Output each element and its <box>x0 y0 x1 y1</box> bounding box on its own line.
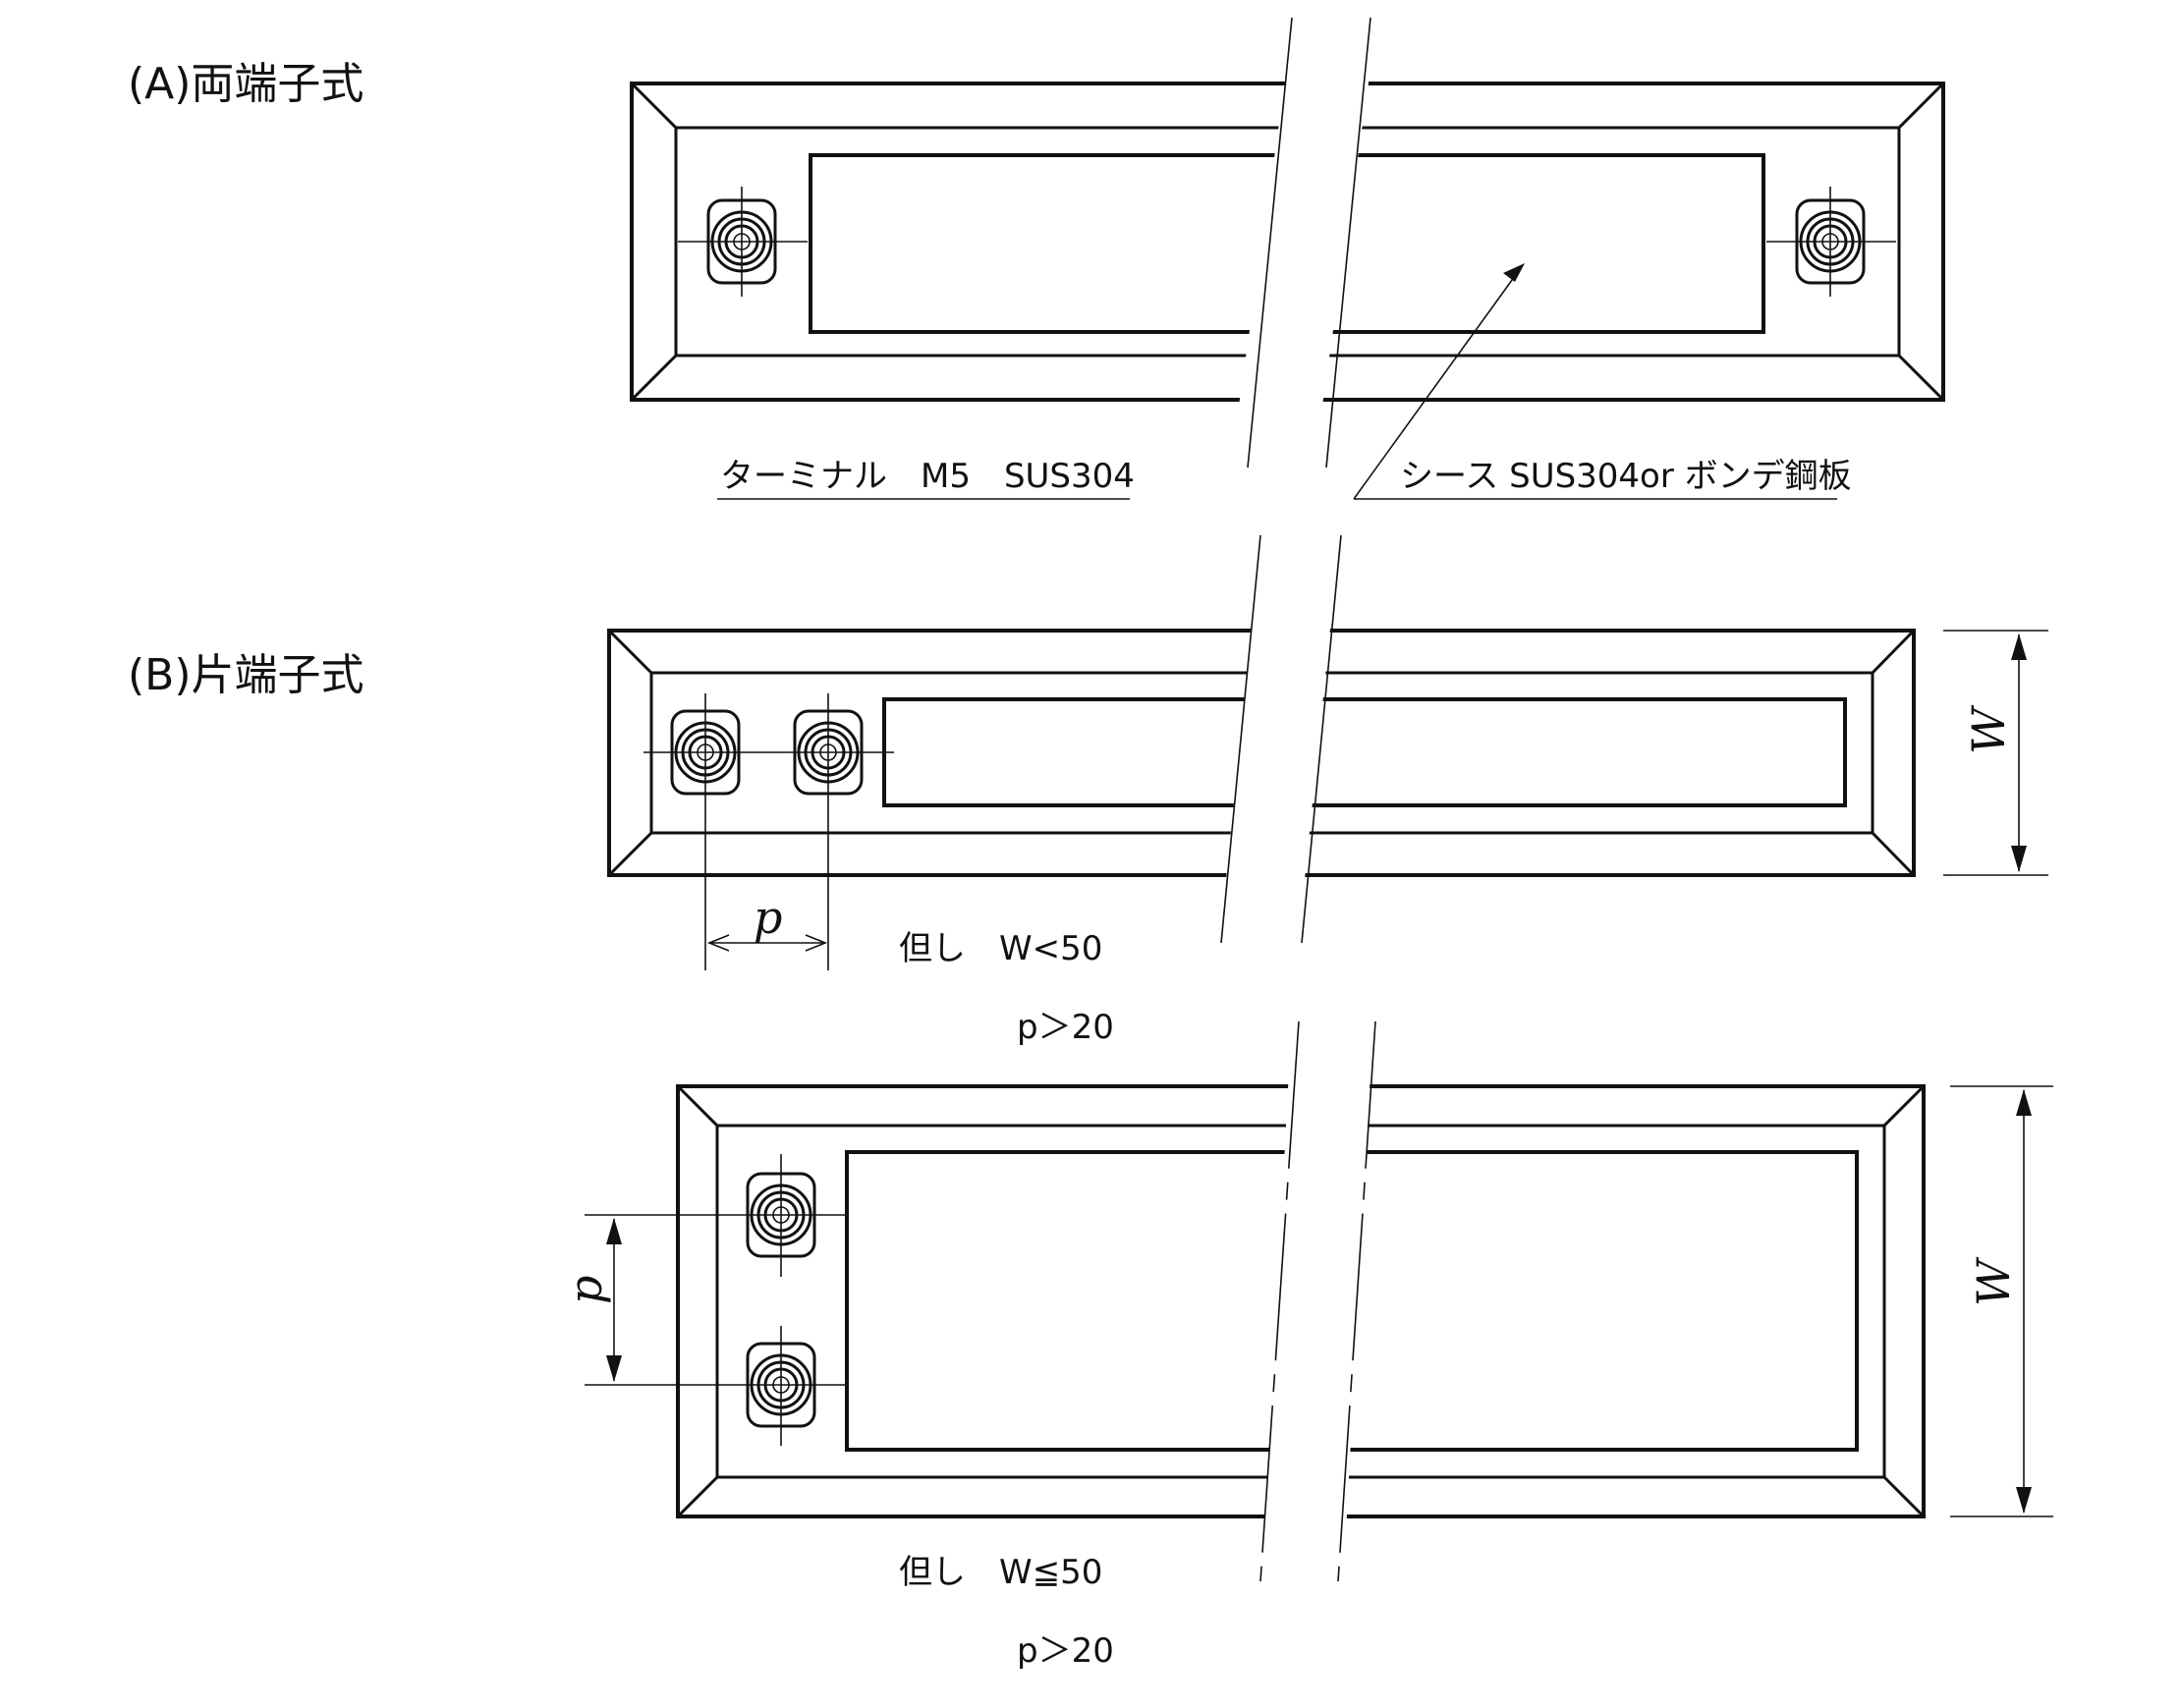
dim-w-label-2: W <box>1967 1256 2020 1306</box>
dim-p-label-2: p <box>559 1276 612 1304</box>
section-b-title: (B)片端子式 <box>128 650 364 700</box>
break-line-icon <box>1220 534 1261 944</box>
heater-b2 <box>585 1020 2053 1582</box>
terminal-label: ターミナル M5 SUS304 <box>720 457 1135 496</box>
sheath-label: シース SUS304or ボンデ鋼板 <box>1400 457 1852 496</box>
break-line-icon <box>1301 534 1342 944</box>
dim-w-label-1: W <box>1962 704 2015 754</box>
break-line-icon <box>1247 17 1293 468</box>
note1-line2: p＞20 <box>1017 1008 1114 1047</box>
break-line-icon <box>1259 1020 1300 1582</box>
heater-b1 <box>607 534 2048 970</box>
heater-a <box>630 17 1945 500</box>
dim-p-label-1: p <box>754 891 782 944</box>
note2-line2: p＞20 <box>1017 1631 1114 1671</box>
section-a-title: (A)両端子式 <box>128 59 364 109</box>
note1-line1: 但し W<50 <box>899 929 1102 968</box>
break-line-icon <box>1325 17 1371 468</box>
note2-line1: 但し W≦50 <box>899 1553 1102 1592</box>
break-line-icon <box>1337 1020 1376 1582</box>
